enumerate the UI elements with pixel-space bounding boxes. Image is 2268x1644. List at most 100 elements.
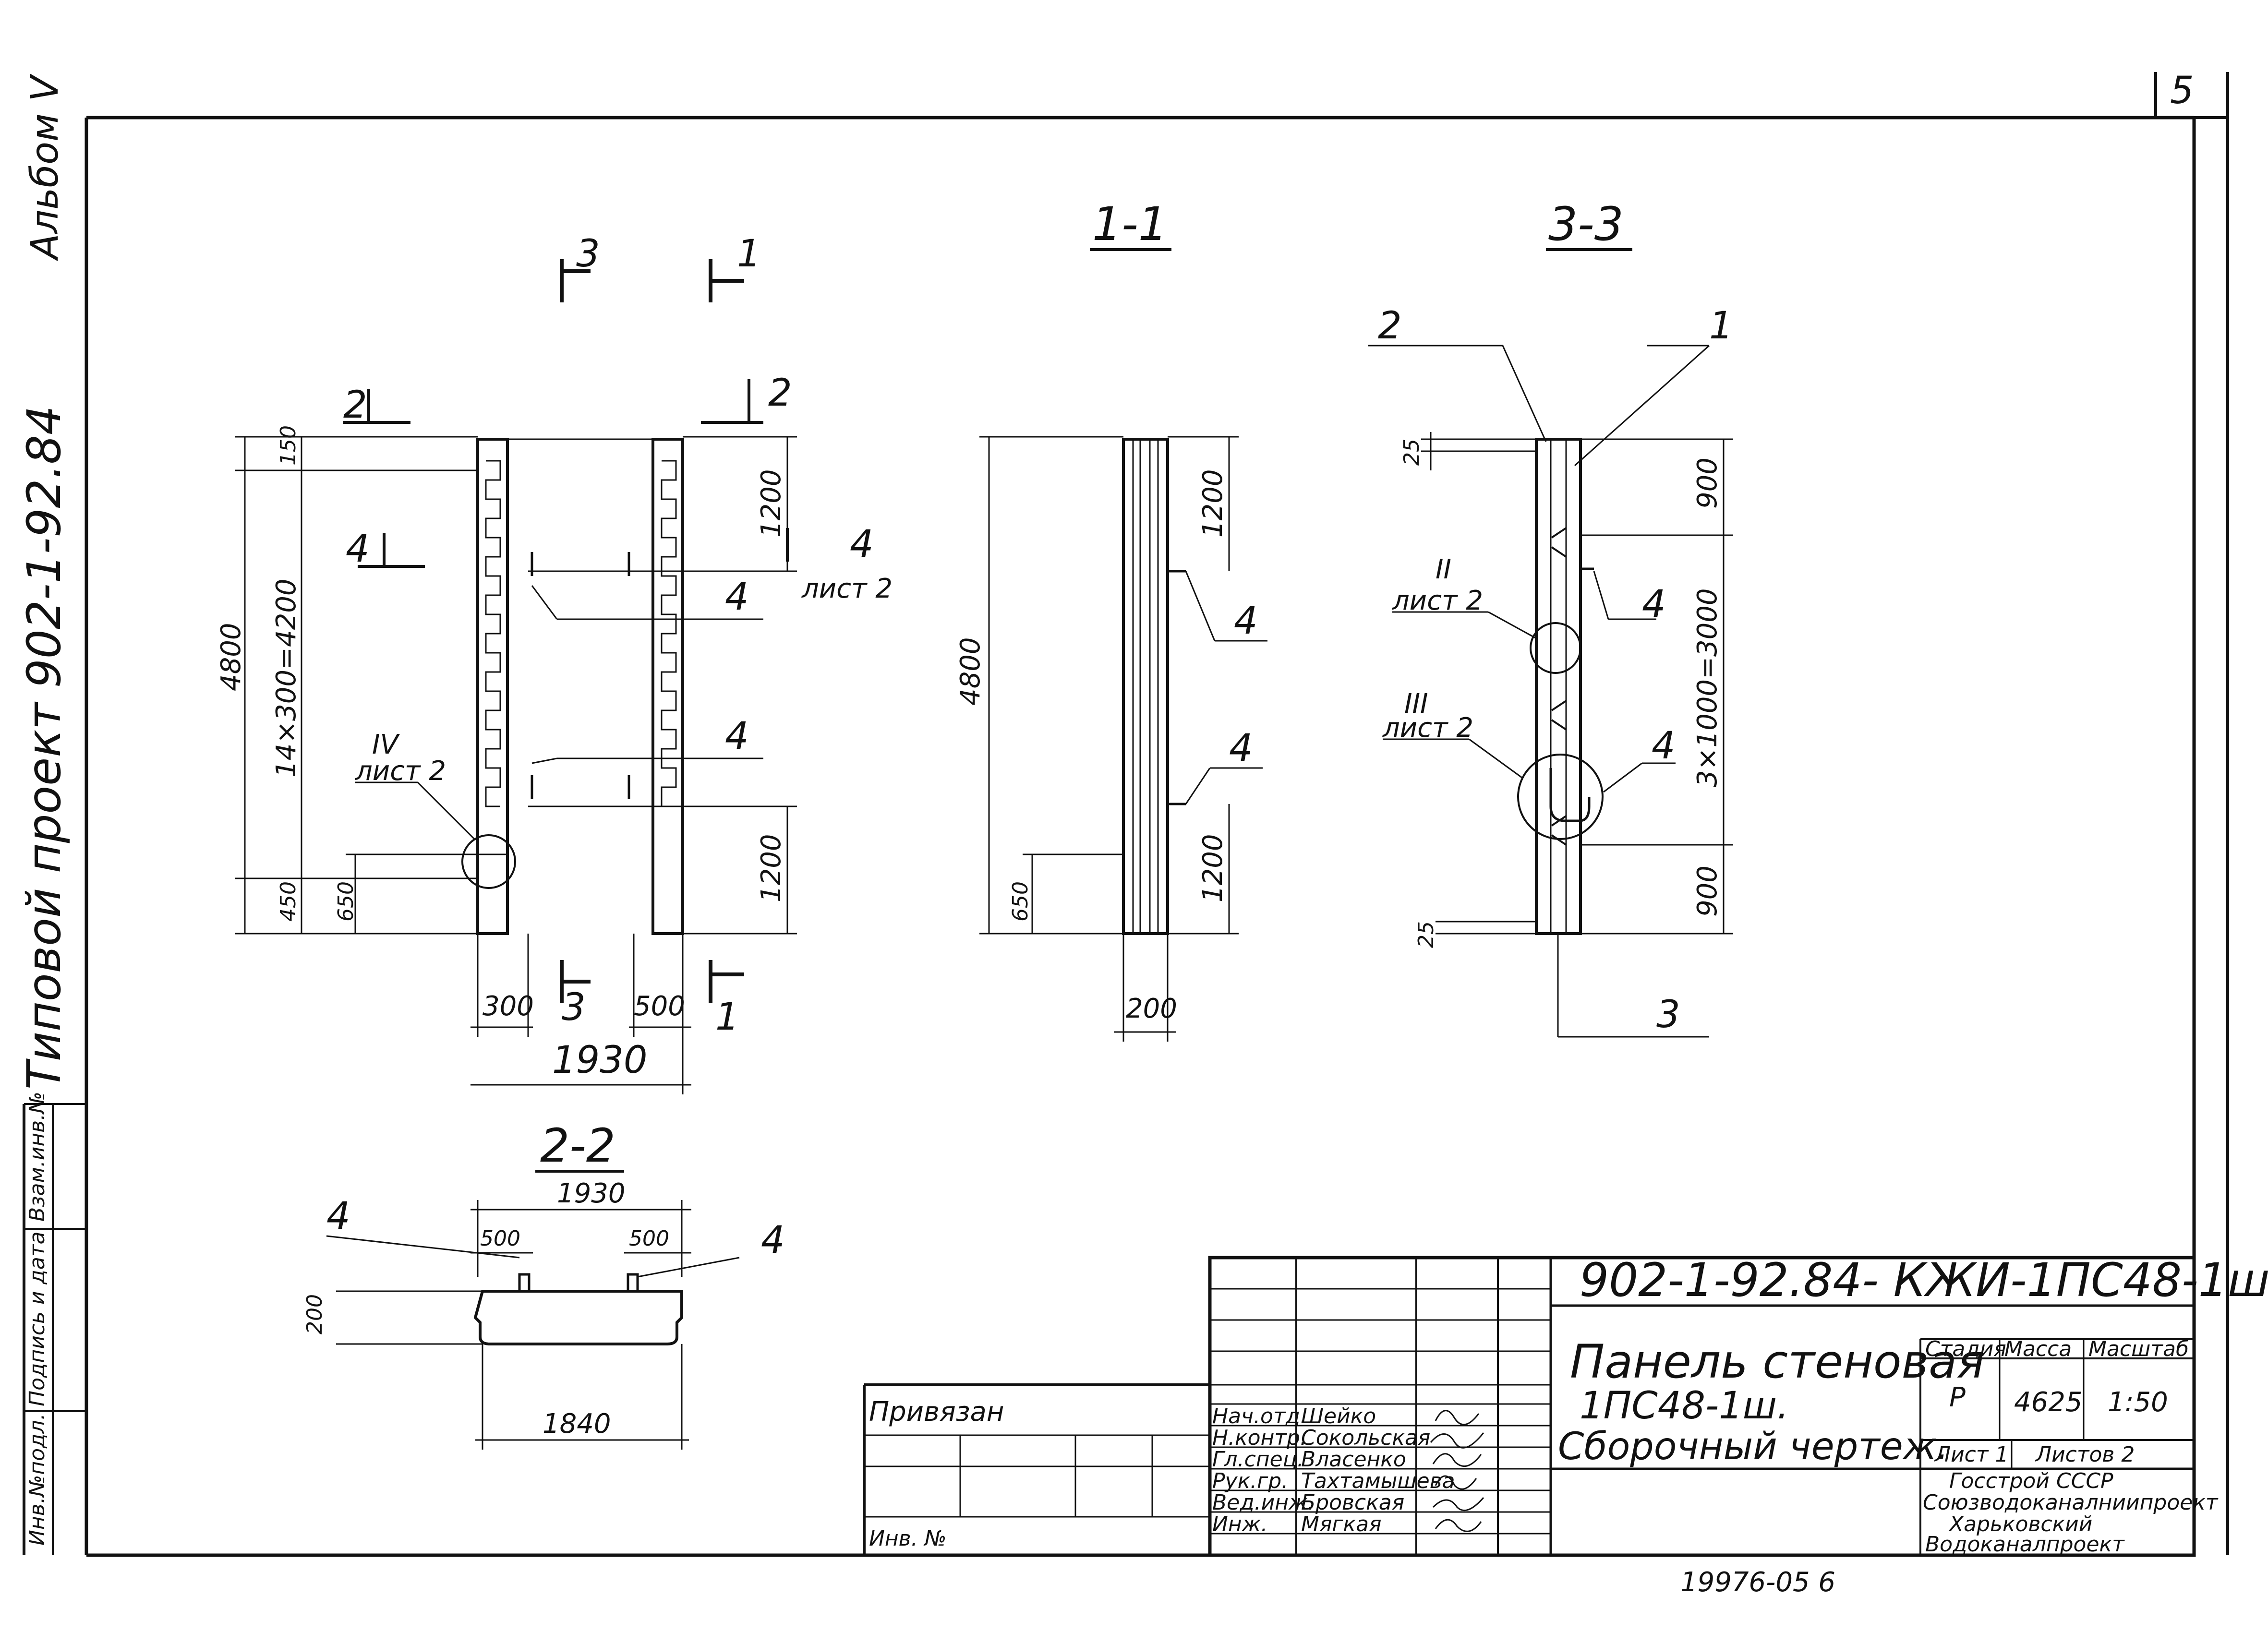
signature-role: Рук.гр.	[1212, 1469, 1288, 1493]
section-2-2-dim-200: 200	[302, 1294, 327, 1334]
signature-name: Шейко	[1301, 1404, 1376, 1428]
section-3-3-dim-900-top: 900	[1692, 457, 1723, 509]
node-iii-sheet: лист 2	[1382, 712, 1473, 744]
inv-no-label: Инв. №	[869, 1526, 946, 1551]
sheets-total: Листов 2	[2035, 1442, 2135, 1467]
scale-value: 1:50	[2108, 1387, 2168, 1418]
panel-elevation	[235, 259, 797, 1094]
section-1-1-title: 1-1	[1092, 197, 1168, 251]
node-iv-label: IV	[372, 729, 400, 760]
section-2-2-dim-500-right: 500	[629, 1226, 669, 1251]
org-line3: Харьковский	[1948, 1512, 2092, 1536]
section-1-1-dim-1200-top: 1200	[1197, 469, 1229, 538]
dim-1200-top: 1200	[756, 469, 787, 538]
section-1-1-dim-200: 200	[1126, 993, 1177, 1024]
section-1-1-dim-total: 4800	[955, 637, 986, 706]
signature-role: Нач.отд.	[1212, 1404, 1307, 1428]
sheet-ref: лист 2	[801, 573, 893, 604]
section-2-2-dim-1930: 1930	[557, 1178, 626, 1209]
section-2-2	[326, 1170, 740, 1450]
signature-role: Н.контр.	[1212, 1426, 1307, 1450]
dim-300: 300	[483, 991, 534, 1022]
side-stamp-vzam: Взам.инв.№	[25, 1092, 49, 1222]
side-stamp	[23, 1103, 86, 1555]
bottom-number: 19976-05 6	[1680, 1567, 1835, 1598]
section-3-3-dim-900-bottom: 900	[1692, 865, 1723, 917]
section-2-2-position-4-left: 4	[326, 1195, 350, 1238]
position-4-a: 4	[725, 576, 749, 619]
doc-code: 902-1-92.84- КЖИ-1ПС48-1ш СБ	[1580, 1253, 2268, 1307]
dim-650: 650	[334, 881, 358, 922]
section-3-3-position-1: 1	[1709, 304, 1733, 348]
node-ii-sheet: лист 2	[1392, 585, 1483, 616]
side-stamp-inv-podl: Инв.№подл.	[25, 1413, 49, 1546]
cut-mark-4-right: 4	[850, 523, 874, 566]
section-2-2-dim-1840: 1840	[543, 1408, 611, 1440]
dim-top-150: 150	[276, 425, 301, 466]
drawing-frame	[84, 72, 2229, 1557]
section-3-3-position-3: 3	[1656, 993, 1680, 1036]
handwritten-signatures	[1430, 1410, 1484, 1532]
section-3-3-position-4-b: 4	[1652, 724, 1676, 768]
sheet-number: Лист 1	[1934, 1442, 2008, 1467]
section-3-3-dim-mid: 3×1000=3000	[1692, 588, 1723, 787]
org-line4: Водоканалпроект	[1925, 1532, 2125, 1557]
page-number: 5	[2170, 69, 2194, 112]
title-block	[863, 1256, 2196, 1557]
project-label: Типовой проект 902-1-92.84	[17, 406, 71, 1090]
scale-header: Масштаб	[2088, 1337, 2189, 1361]
privyazan-label: Привязан	[869, 1396, 1004, 1428]
section-1-1-position-4-b: 4	[1229, 727, 1253, 770]
cut-mark-2-right: 2	[768, 372, 792, 415]
signature-name: Тахтамышева	[1301, 1469, 1455, 1493]
side-stamp-podpis: Подпись и дата	[25, 1232, 49, 1406]
mass-header: Масса	[2004, 1337, 2072, 1361]
section-1-1-dim-1200-bottom: 1200	[1197, 834, 1229, 902]
cut-mark-2-left: 2	[343, 384, 367, 427]
org-line2: Союзводоканалниипроект	[1923, 1490, 2219, 1515]
dim-1200-bottom: 1200	[756, 834, 787, 902]
panel-name-line3: Сборочный чертеж.	[1558, 1425, 1949, 1468]
signature-role: Вед.инж.	[1212, 1490, 1315, 1515]
section-2-2-position-4-right: 4	[761, 1219, 785, 1262]
section-2-2-title: 2-2	[540, 1119, 615, 1173]
album-label: Альбом V	[24, 73, 67, 262]
panel-name-line1: Панель стеновая	[1570, 1335, 1985, 1389]
section-3-3-dim-25-bottom: 25	[1414, 921, 1438, 948]
section-2-2-dim-500-left: 500	[480, 1226, 520, 1251]
section-1-1-position-4-a: 4	[1234, 600, 1258, 643]
node-iv-sheet: лист 2	[355, 756, 446, 787]
section-3-3-title: 3-3	[1548, 197, 1624, 251]
stage-value: Р	[1949, 1382, 1966, 1413]
signature-name: Мягкая	[1301, 1512, 1382, 1536]
dim-bottom-450: 450	[276, 881, 301, 922]
position-4-b: 4	[725, 715, 749, 758]
section-3-3-position-4-a: 4	[1642, 583, 1666, 626]
signature-role: Инж.	[1212, 1512, 1267, 1536]
dim-500: 500	[634, 991, 685, 1022]
cut-mark-1-bottom: 1	[715, 996, 739, 1039]
cut-mark-3-bottom: 3	[562, 986, 586, 1029]
section-3-3-position-2: 2	[1378, 304, 1402, 348]
dim-1930: 1930	[552, 1039, 648, 1082]
dim-steps: 14×300=4200	[271, 578, 302, 778]
signature-name: Сокольская	[1301, 1426, 1430, 1450]
signature-name: Власенко	[1301, 1447, 1406, 1472]
section-3-3	[1368, 248, 1733, 1038]
dim-total-height: 4800	[216, 623, 247, 691]
cut-mark-1: 1	[737, 232, 761, 276]
section-1-1	[979, 248, 1267, 1042]
signature-name: Бровская	[1301, 1490, 1404, 1515]
signature-role: Гл.спец.	[1212, 1447, 1304, 1472]
cut-mark-3: 3	[576, 232, 600, 276]
cut-mark-4-left: 4	[346, 528, 370, 571]
section-3-3-dim-25-top: 25	[1399, 439, 1424, 466]
mass-value: 4625	[2014, 1387, 2083, 1418]
org-line1: Госстрой СССР	[1949, 1469, 2113, 1493]
stage-header: Стадия	[1925, 1337, 2006, 1361]
section-1-1-dim-650: 650	[1008, 881, 1033, 922]
node-ii-label: II	[1436, 554, 1451, 585]
panel-name-line2: 1ПС48-1ш.	[1580, 1384, 1789, 1428]
